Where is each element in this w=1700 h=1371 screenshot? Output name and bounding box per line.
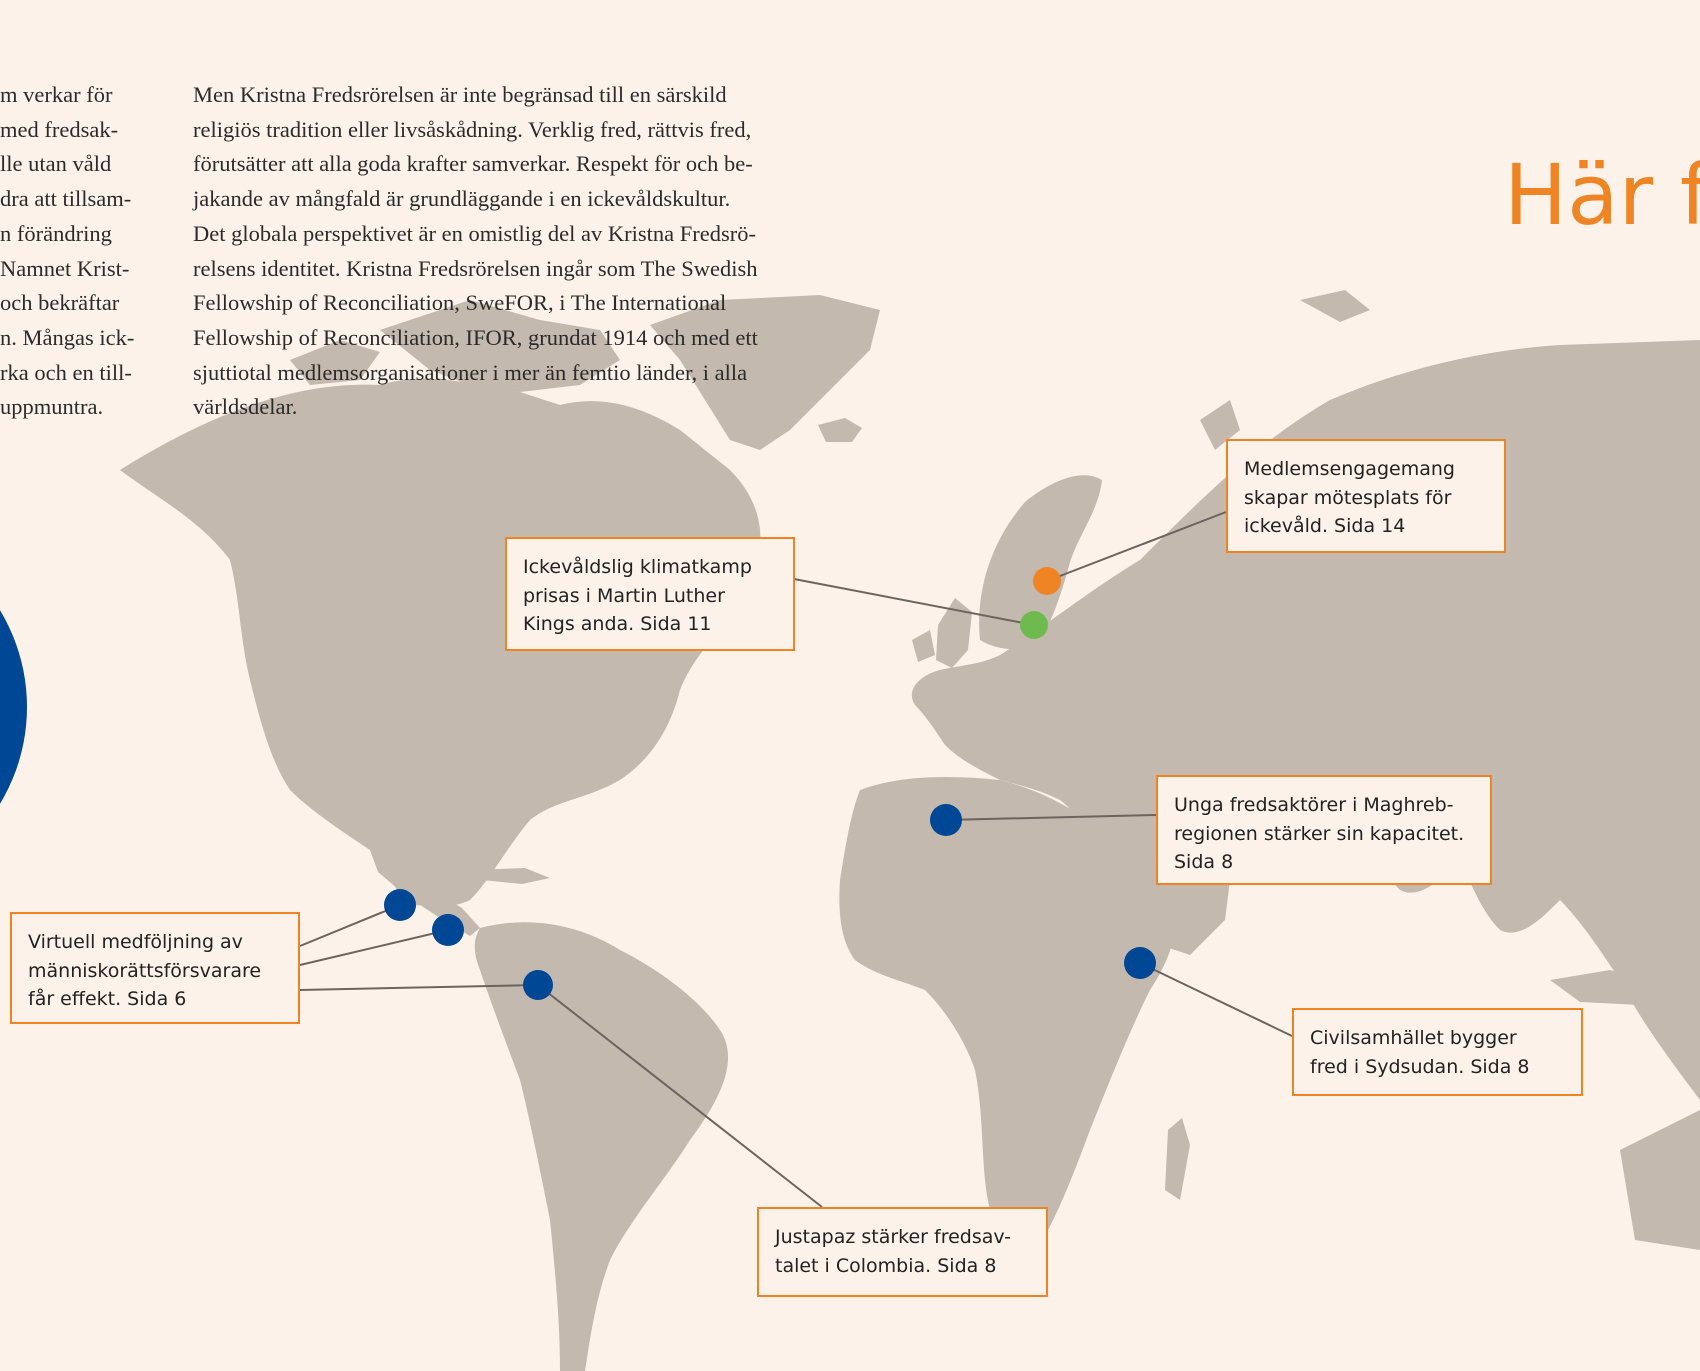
text-line: religiös tradition eller livsåskådning. … (193, 116, 752, 142)
connector-maghreb (945, 814, 1157, 821)
dot-sweden-green[interactable] (1020, 611, 1048, 639)
text-line: och bekräftar (0, 290, 120, 316)
dot-maghreb[interactable] (930, 804, 962, 836)
text-line: relsens identitet. Kristna Fredsrörelsen… (193, 255, 758, 281)
text-line: dra att tillsam- (0, 186, 132, 212)
callout-line: Medlemsengagemang (1244, 458, 1455, 480)
text-line: uppmuntra. (0, 394, 104, 420)
text-line: Fellowship of Reconciliation, IFOR, grun… (193, 324, 758, 350)
text-line: världsdelar. (193, 394, 298, 420)
dot-sweden-orange[interactable] (1033, 567, 1061, 595)
connector-sydsudan (1139, 962, 1293, 1037)
blue-decorative-circle (0, 610, 27, 804)
dot-mexico[interactable] (384, 889, 416, 921)
text-line: Namnet Krist- (0, 255, 130, 281)
callout-line: Virtuell medföljning av (28, 931, 243, 953)
text-line: m verkar för (0, 82, 113, 107)
text-column-right: Men Kristna Fredsrörelsen är inte begrän… (193, 78, 883, 425)
callout-justapaz[interactable]: Justapaz stärker fredsav-talet i Colombi… (757, 1207, 1048, 1297)
arctic-islands-east (1300, 290, 1370, 322)
arabian-peninsula (1110, 830, 1230, 955)
callout-line: Kings anda. Sida 11 (523, 613, 712, 635)
text-line: jakande av mångfald är grundläggande i e… (193, 186, 731, 212)
africa (839, 777, 1177, 1249)
central-america (370, 850, 480, 936)
callout-klimatkamp[interactable]: Ickevåldslig klimatkamp prisas i Martin L… (505, 537, 795, 651)
callout-line: regionen stärker sin kapacitet. (1174, 822, 1465, 845)
south-america (474, 922, 729, 1371)
connector-klimat (793, 578, 1035, 626)
connector-lines (299, 511, 1293, 1208)
cuba (470, 868, 550, 884)
callout-line: Ickevåldslig klimatkamp (523, 556, 752, 578)
connector-virtuell-2 (299, 929, 449, 966)
text-line: sjuttiotal medlemsorganisationer i mer ä… (193, 359, 748, 385)
text-line: rka och en till- (0, 359, 132, 385)
connector-medlem (1046, 511, 1227, 582)
text-line: Fellowship of Reconciliation, SweFOR, i … (193, 290, 727, 316)
callout-line: får effekt. Sida 6 (28, 988, 187, 1010)
text-line: med fredsak- (0, 116, 119, 142)
callout-line: talet i Colombia. Sida 8 (775, 1254, 997, 1277)
ireland (912, 630, 935, 662)
southeast-asia-islands (1550, 970, 1660, 1005)
madagascar (1165, 1118, 1190, 1200)
callout-line: fred i Sydsudan. Sida 8 (1310, 1055, 1530, 1078)
arctic-islands-west (290, 340, 380, 385)
callout-maghreb[interactable]: Unga fredsaktörer i Maghreb-regionen stä… (1156, 775, 1492, 885)
callout-sydsudan[interactable]: Civilsamhället bygger fred i Sydsudan. Si… (1292, 1008, 1583, 1096)
text-line: Men Kristna Fredsrörelsen är inte begrän… (193, 82, 727, 107)
text-line: förutsätter att alla goda krafter samver… (193, 151, 753, 177)
callout-line: Justapaz stärker fredsav- (775, 1226, 1011, 1248)
callout-medlemsengagemang[interactable]: Medlemsengagemang skapar mötesplats för ic… (1226, 439, 1506, 553)
canadian-arctic-islands (380, 300, 620, 392)
dot-south-sudan[interactable] (1124, 947, 1156, 979)
text-column-left: m verkar för med fredsak-lle utan våld dra… (0, 78, 160, 425)
text-line: lle utan våld (0, 151, 112, 177)
callout-line: Unga fredsaktörer i Maghreb- (1174, 794, 1454, 816)
callout-line: Civilsamhället bygger (1310, 1027, 1517, 1049)
novaya-zemlya (1200, 400, 1240, 450)
north-america (120, 378, 761, 907)
callout-virtuell-medfoljning[interactable]: Virtuell medföljning av människorättsförs… (10, 912, 300, 1024)
callout-line: människorättsförsvarare (28, 959, 262, 982)
great-britain (936, 598, 972, 668)
callout-line: skapar mötesplats för (1244, 486, 1452, 509)
text-line: Det globala perspektivet är en omistlig … (193, 220, 756, 246)
dot-colombia[interactable] (523, 970, 553, 1000)
location-dots (384, 567, 1156, 1000)
connector-justapaz (537, 984, 823, 1208)
text-line: n förändring (0, 220, 112, 246)
australia (1620, 1110, 1700, 1250)
text-line: n. Mångas ick- (0, 324, 135, 350)
dot-guatemala[interactable] (432, 914, 464, 946)
page-heading: Här fi (1504, 146, 1700, 244)
callout-line: ickevåld. Sida 14 (1244, 515, 1406, 537)
scandinavia (979, 475, 1102, 649)
greenland (650, 295, 880, 450)
callout-line: Sida 8 (1174, 851, 1234, 873)
iceland (818, 418, 862, 442)
connector-virtuell-3 (299, 984, 539, 991)
connector-virtuell-1 (299, 904, 401, 947)
callout-line: prisas i Martin Luther (523, 584, 725, 607)
